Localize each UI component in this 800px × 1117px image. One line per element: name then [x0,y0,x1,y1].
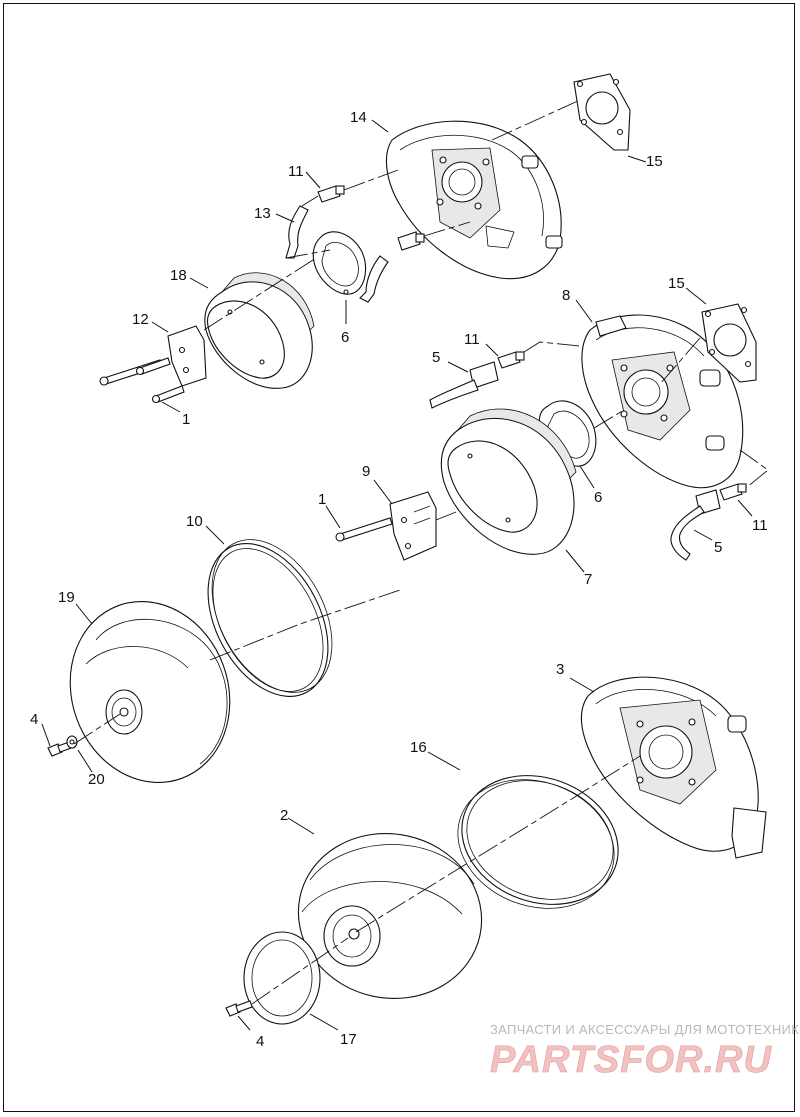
callout-20: 20 [88,771,105,788]
callout-4-lower: 4 [256,1033,264,1050]
diagram-frame [3,3,795,1112]
part-4-screw-lower [225,1000,253,1017]
part-1-screw-middle [335,517,393,542]
callout-leaders [41,119,753,1031]
assembly-centerlines [73,99,769,1005]
part-18-filter-element-upper [204,272,315,389]
part-15-gasket-middle [701,303,757,383]
callout-13: 13 [254,205,271,222]
callout-14: 14 [350,109,367,126]
callout-8: 8 [562,287,570,304]
part-19-cover-left [69,600,231,784]
callout-6-upper: 6 [341,329,349,346]
part-8-backplate-middle [581,314,744,489]
callout-19: 19 [58,589,75,606]
watermark-brand: PARTSFOR.RU [490,1039,772,1081]
callout-labels: 14 15 11 13 18 12 6 1 8 15 11 5 6 11 5 9… [30,109,768,1050]
callout-18: 18 [170,267,187,284]
part-7-filter-element-middle [440,408,577,555]
callout-15-upper: 15 [646,153,663,170]
part-11-fittings-middle [497,351,747,501]
callout-11-lower: 11 [752,517,768,534]
callout-12: 12 [132,311,149,328]
callout-1-upper: 1 [182,411,190,428]
part-5-breather-hose-middle [429,361,721,561]
callout-1-middle: 1 [318,491,326,508]
part-15-gasket-upper [573,73,631,151]
callout-7: 7 [584,571,592,588]
part-20-washer [66,735,78,749]
part-1-screws-upper [99,357,185,404]
callout-5-lower: 5 [714,539,722,556]
part-16-seal-ring [457,775,619,909]
callout-11-middle: 11 [464,331,480,348]
part-12-bracket-upper [167,325,207,387]
callout-16: 16 [410,739,427,756]
part-6-gasket-upper [312,231,367,295]
part-10-seal-ring [207,539,333,697]
callout-15-middle: 15 [668,275,685,292]
watermark: ЗАПЧАСТИ И АКСЕССУАРЫ ДЛЯ МОТОТЕХНИКИ PA… [490,1022,800,1081]
callout-2: 2 [280,807,288,824]
part-11-breather-fitting-upper [317,185,425,251]
part-9-bracket-middle [389,491,437,561]
callout-9: 9 [362,463,370,480]
callout-6-middle: 6 [594,489,602,506]
callout-5-upper: 5 [432,349,440,366]
callout-3: 3 [556,661,564,678]
part-17-seal-plate [243,931,321,1025]
callout-17: 17 [340,1031,357,1048]
callout-4-left: 4 [30,711,38,728]
part-14-backplate [385,120,563,280]
part-2-cover-lower [297,832,483,1000]
part-3-backplate-lower [580,676,767,859]
callout-11-upper: 11 [288,163,304,180]
callout-10: 10 [186,513,203,530]
watermark-tagline: ЗАПЧАСТИ И АКСЕССУАРЫ ДЛЯ МОТОТЕХНИКИ [490,1022,800,1037]
part-13-breather-hose [285,205,389,303]
